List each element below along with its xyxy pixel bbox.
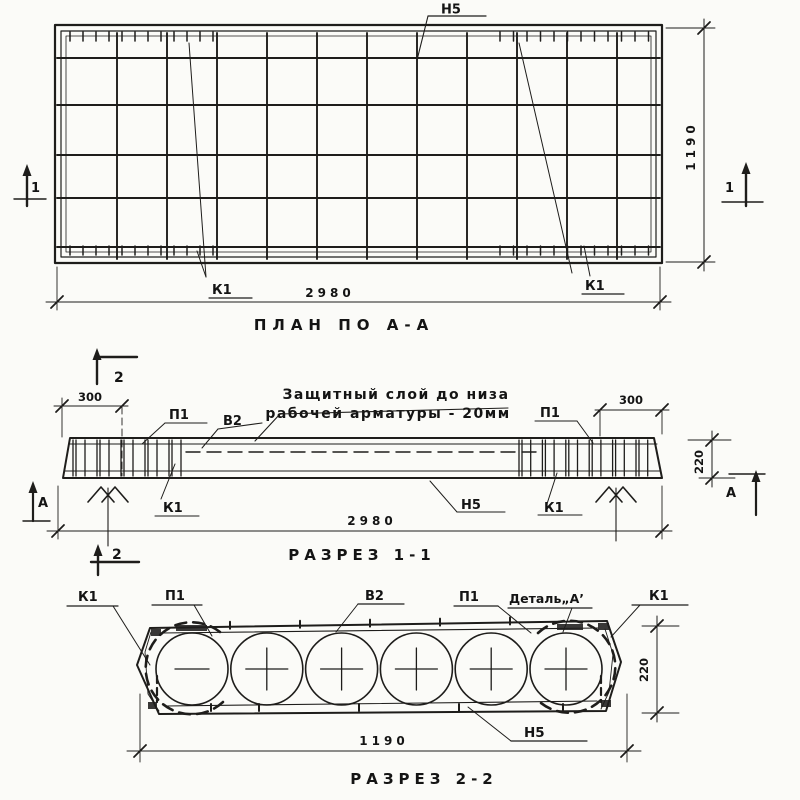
section1-mark-right-arrowhead [741, 162, 751, 174]
plan-anchor-ticks [69, 31, 650, 256]
s22-dim-height: 220 [637, 658, 651, 682]
note-line1: Защитный слой до низа [282, 387, 509, 403]
plan-view: Н5 К1 К1 2980 ПЛАН ПО А-А 1190 1 1 [13, 3, 764, 334]
void-circle [379, 632, 454, 706]
s11-label-h5: Н5 [461, 498, 481, 513]
void-circle [529, 632, 603, 706]
plan-dim-width: 1190 [684, 121, 698, 170]
s11-label-p1-right: П1 [540, 406, 560, 421]
s11-title: РАЗРЕЗ 1-1 [288, 546, 435, 564]
plan-grid [56, 32, 661, 260]
void-circle [155, 632, 229, 706]
s11-label-k1-right: К1 [544, 501, 564, 516]
s11-dim-height: 220 [692, 450, 706, 474]
anchor-blob [176, 625, 207, 631]
s11-label-k1-left: К1 [163, 501, 183, 516]
k1-left-leader-short [196, 250, 207, 278]
section2-mark-top-arrowhead [92, 348, 102, 360]
section1-mark-right-digit: 1 [725, 181, 734, 196]
k1-left-leader-long [188, 42, 207, 278]
void-circle [304, 632, 379, 706]
s22-k1-right-leader [610, 604, 641, 638]
plan-label-k1-left: К1 [212, 283, 232, 298]
k1-right-leader-short [583, 245, 591, 277]
p1-right-leader [576, 420, 594, 444]
s11-k1-left-leader [160, 463, 176, 500]
v2-leader [201, 428, 219, 449]
s22-k1-left-leader [112, 605, 151, 666]
s22-label-k1-left: К1 [78, 590, 98, 605]
note-underline [279, 407, 509, 415]
plan-label-h5: Н5 [441, 3, 461, 18]
section-1-1-view: Защитный слой до низа рабочей арматуры -… [22, 348, 766, 577]
s11-stirrups [72, 439, 649, 477]
h5-leader [416, 15, 429, 61]
s22-label-h5: Н5 [524, 725, 545, 741]
s11-label-v2: В2 [223, 414, 242, 429]
support-right-arrow-icon [595, 486, 637, 503]
s11-k1-right-leader [545, 472, 558, 508]
section1-mark-left-arrowhead [22, 164, 32, 176]
s11-h5-leader [429, 480, 458, 513]
s22-v2-leader [335, 603, 359, 633]
s22-p1-left-leader [193, 604, 213, 637]
anchor-blob [148, 702, 157, 709]
s11-label-p1-left: П1 [169, 408, 189, 423]
s22-label-p1-right: П1 [459, 590, 479, 605]
plan-title: ПЛАН ПО А-А [254, 316, 434, 334]
s22-h5-leader [467, 706, 512, 742]
v2-underline [217, 422, 263, 430]
anchor-blob [557, 624, 583, 630]
s22-voids [155, 632, 603, 706]
view-a-right-letter: А [726, 486, 736, 501]
section2-mark-top-digit: 2 [114, 370, 124, 386]
k1-right-leader-long [518, 42, 573, 274]
cross-section-top-mesh-line [160, 627, 599, 634]
plan-mesh-edge [65, 35, 652, 253]
anchor-blob [151, 629, 161, 636]
section2-mark-bottom-digit: 2 [112, 547, 122, 563]
void-circle [229, 632, 304, 706]
s11-dim-bearing-left: 300 [78, 390, 102, 404]
cross-section-outline [136, 620, 622, 715]
plan-slab-inner-edge [60, 30, 657, 258]
s22-label-k1-right: К1 [649, 589, 669, 604]
void-circle [454, 632, 529, 706]
view-a-left-letter: А [38, 496, 48, 511]
detail-a-label: Деталь„А’ [509, 591, 584, 606]
plan-dim-length: 2980 [305, 286, 354, 300]
beam-outline [62, 437, 663, 479]
s22-p1-right-leader [497, 605, 532, 634]
cross-section-bottom-mesh-line [165, 700, 598, 707]
section2-mark-bottom-arrowhead [93, 544, 103, 556]
plan-label-k1-right: К1 [585, 279, 605, 294]
note-leader [254, 413, 281, 442]
s22-dim-width: 1190 [359, 734, 408, 748]
anchor-blob [598, 623, 609, 630]
detail-a-leader [562, 607, 573, 633]
s22-label-v2: В2 [365, 589, 384, 604]
view-a-right-arrowhead [751, 470, 761, 482]
s11-dim-bearing-right: 300 [619, 393, 643, 407]
s22-edge-ticks [210, 616, 564, 712]
anchor-blob [601, 700, 611, 707]
section-2-2-view: К1 П1 В2 П1 Деталь„А’ К1 Н5 220 1190 РАЗ… [66, 589, 689, 788]
s22-label-p1-left: П1 [165, 589, 185, 604]
view-a-left-arrowhead [28, 481, 38, 493]
plan-slab-outline [53, 23, 664, 265]
p1-left-leader [141, 422, 166, 445]
support-left-arrow-icon [87, 486, 129, 503]
s22-title: РАЗРЕЗ 2-2 [350, 770, 497, 788]
s11-dim-length: 2980 [347, 514, 396, 528]
section1-mark-left-digit: 1 [31, 181, 40, 196]
